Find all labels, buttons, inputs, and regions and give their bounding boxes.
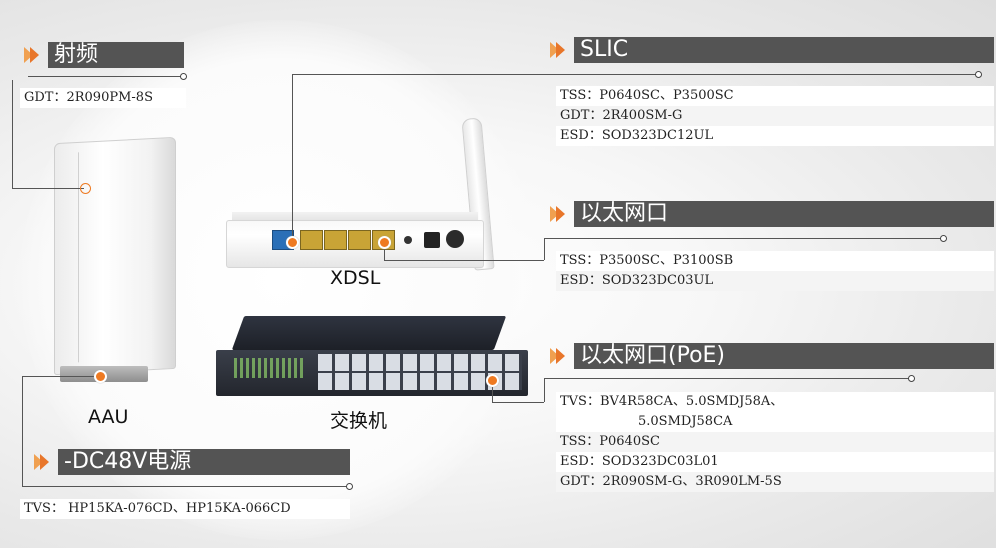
poe-end-dot xyxy=(908,375,915,382)
arrow-icon xyxy=(550,206,559,222)
rf-marker xyxy=(80,183,91,194)
dc48v-end-dot xyxy=(346,483,353,490)
spec-row: TSS：P0640SC xyxy=(556,432,994,452)
dc48v-title-bar: -DC48V电源 xyxy=(34,449,350,475)
rf-lead-horizontal xyxy=(12,188,84,189)
spec-row: TSS：P3500SC、P3100SB xyxy=(556,251,994,271)
dc48v-marker xyxy=(94,370,107,383)
arrow-icon xyxy=(550,348,559,364)
poe-connector xyxy=(544,378,912,379)
spec-row: TVS： HP15KA-076CD、HP15KA-066CD xyxy=(20,499,350,519)
spec-row: 5.0SMDJ58CA xyxy=(556,412,994,432)
slic-spec-list: TSS：P0640SC、P3500SC GDT：2R400SM-G ESD：SO… xyxy=(556,86,994,146)
poe-lead-horizontal xyxy=(492,402,544,403)
ethernet-spec-list: TSS：P3500SC、P3100SB ESD：SOD323DC03UL xyxy=(556,251,994,291)
rf-spec-list: GDT：2R090PM-8S xyxy=(20,88,186,108)
spec-row: GDT：2R090PM-8S xyxy=(20,88,186,108)
spec-row: ESD：SOD323DC03UL xyxy=(556,271,994,291)
poe-lead-up xyxy=(492,384,493,402)
rf-lead-vertical xyxy=(12,80,13,188)
poe-spec-list: TVS：BV4R58CA、5.0SMDJ58A、 5.0SMDJ58CA TSS… xyxy=(556,392,994,492)
arrow-icon xyxy=(30,47,39,63)
arrow-icon xyxy=(556,348,565,364)
spec-row: GDT：2R400SM-G xyxy=(556,106,994,126)
poe-marker xyxy=(486,374,499,387)
ethernet-lead-up xyxy=(384,242,385,260)
dc48v-title: -DC48V电源 xyxy=(64,449,192,474)
rf-end-dot xyxy=(180,73,187,80)
dc48v-lead-vertical xyxy=(22,376,23,486)
slic-end-dot xyxy=(975,71,982,78)
ethernet-marker xyxy=(378,236,391,249)
ethernet-lead-vertical xyxy=(544,238,545,260)
dc48v-spec-list: TVS： HP15KA-076CD、HP15KA-066CD xyxy=(20,499,350,519)
slic-lead-vertical xyxy=(292,74,293,242)
ethernet-connector xyxy=(544,238,944,239)
spec-row: ESD：SOD323DC03L01 xyxy=(556,452,994,472)
aau-label: AAU xyxy=(88,406,129,428)
arrow-icon xyxy=(550,42,559,58)
slic-connector xyxy=(292,74,978,75)
spec-row: TVS：BV4R58CA、5.0SMDJ58A、 xyxy=(556,392,994,412)
slic-marker xyxy=(286,236,299,249)
rf-title-bar: 射频 xyxy=(24,42,184,68)
switch-label: 交换机 xyxy=(330,410,388,432)
slic-title-bar: SLIC xyxy=(550,37,994,63)
arrow-icon xyxy=(556,42,565,58)
dc48v-connector xyxy=(22,486,350,487)
ethernet-lead-horizontal xyxy=(384,260,544,261)
dc48v-lead-horizontal xyxy=(22,376,94,377)
arrow-icon xyxy=(40,454,49,470)
xdsl-label: XDSL xyxy=(330,267,381,289)
spec-row: TSS：P0640SC、P3500SC xyxy=(556,86,994,106)
slic-title: SLIC xyxy=(580,37,629,62)
arrow-icon xyxy=(24,47,33,63)
spec-row: GDT：2R090SM-G、3R090LM-5S xyxy=(556,472,994,492)
rf-connector xyxy=(28,76,184,77)
ethernet-title: 以太网口 xyxy=(580,201,669,226)
poe-lead-vertical xyxy=(544,378,545,402)
ethernet-end-dot xyxy=(940,235,947,242)
ethernet-title-bar: 以太网口 xyxy=(550,201,994,227)
spec-row: ESD：SOD323DC12UL xyxy=(556,126,994,146)
poe-title: 以太网口(PoE) xyxy=(580,343,726,368)
poe-title-bar: 以太网口(PoE) xyxy=(550,343,994,369)
arrow-icon xyxy=(556,206,565,222)
arrow-icon xyxy=(34,454,43,470)
rf-title: 射频 xyxy=(54,42,99,67)
